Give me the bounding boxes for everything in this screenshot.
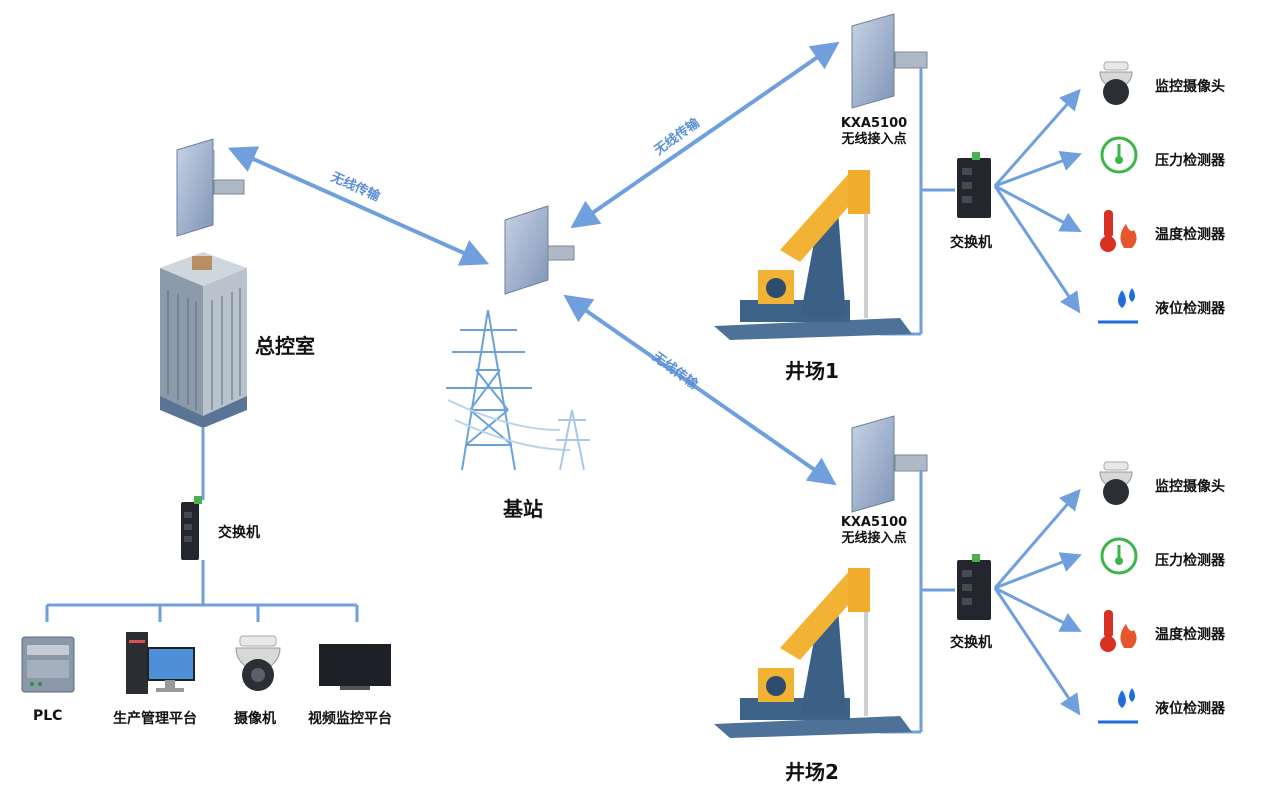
wireless-link-well2 (563, 294, 837, 486)
workstation-icon (126, 632, 195, 694)
well2-label: 井场2 (785, 760, 839, 784)
well2-antenna-icon (851, 415, 928, 513)
well2-ap-desc: 无线接入点 (841, 531, 907, 546)
well1-thermometer-icon (1100, 210, 1137, 252)
wireless-link-hq (227, 146, 490, 266)
well1-switch-icon (957, 152, 991, 218)
well2-switch-icon (957, 554, 991, 620)
well1-water-drop-icon (1098, 288, 1138, 324)
hq-label: 总控室 (255, 334, 315, 358)
well1-antenna-icon (851, 13, 928, 109)
hq-switch-icon (181, 496, 202, 560)
well2-switch-label: 交换机 (950, 635, 992, 651)
hq-device-tree (45, 560, 359, 622)
well2-sensor-camera-label: 监控摄像头 (1155, 479, 1225, 495)
well2-sensor-temperature-label: 温度检测器 (1155, 627, 1225, 643)
well1-sensor-links (993, 88, 1082, 314)
well1-wiring (880, 68, 955, 336)
well1-sensor-level-label: 液位检测器 (1155, 301, 1225, 317)
plc-icon (21, 636, 75, 693)
well1-pumpjack-icon (714, 170, 912, 340)
device-label-production: 生产管理平台 (113, 711, 197, 727)
well2-thermometer-icon (1100, 610, 1137, 652)
well1-ap-model: KXA5100 (840, 116, 908, 131)
monitor-screen-icon (319, 644, 391, 690)
well1-sensor-camera-label: 监控摄像头 (1155, 79, 1225, 95)
well2-water-drop-icon (1098, 688, 1138, 724)
device-label-video-platform: 视频监控平台 (308, 711, 392, 727)
well2-ap-model: KXA5100 (840, 515, 908, 530)
well1-dome-camera-icon (1099, 61, 1133, 105)
well1-switch-label: 交换机 (950, 235, 992, 251)
camera-icon (235, 635, 281, 691)
well2-pumpjack-icon (714, 568, 912, 738)
well2-sensor-level-label: 液位检测器 (1155, 701, 1225, 717)
well2-sensor-pressure-label: 压力检测器 (1155, 553, 1225, 569)
device-label-camera: 摄像机 (234, 711, 276, 727)
hq-building-icon (160, 252, 247, 428)
well2-dome-camera-icon (1099, 461, 1133, 505)
well1-sensor-temperature-label: 温度检测器 (1155, 227, 1225, 243)
hq-antenna-icon (176, 138, 245, 237)
base-station-antenna-icon (504, 205, 575, 295)
well1-pressure-gauge-icon (1100, 136, 1138, 174)
base-station-tower-icon (446, 309, 590, 471)
device-label-plc: PLC (33, 708, 63, 724)
well2-sensor-links (993, 488, 1082, 716)
hq-switch-label: 交换机 (218, 525, 260, 541)
wireless-link-well1 (570, 41, 840, 229)
well1-sensor-pressure-label: 压力检测器 (1155, 153, 1225, 169)
base-station-label: 基站 (503, 497, 543, 521)
well2-pressure-gauge-icon (1100, 537, 1138, 575)
well1-ap-desc: 无线接入点 (841, 132, 907, 147)
well2-wiring (880, 470, 955, 734)
well1-label: 井场1 (785, 359, 839, 383)
